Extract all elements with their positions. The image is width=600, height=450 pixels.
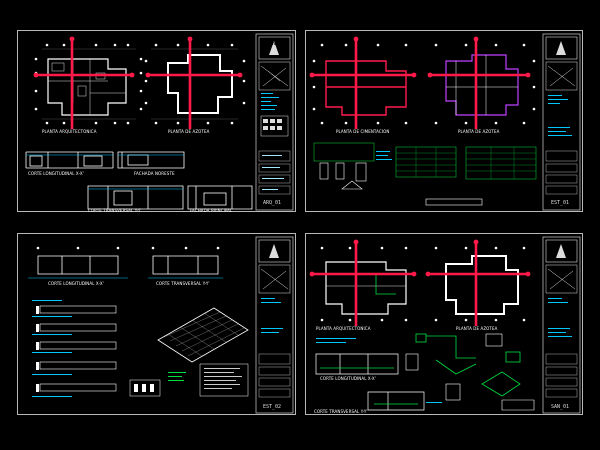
svg-text:N: N — [272, 41, 276, 47]
label-planta-azotea-san: PLANTA DE AZOTEA — [456, 326, 498, 331]
sheet-architectural-drawing: N — [25, 33, 294, 211]
sheet-structural[interactable]: PLANTA DE CIMENTACION PLANTA DE AZOTEA E… — [305, 30, 583, 212]
sheet-structural-drawing — [309, 33, 581, 211]
label-corte-transversal-san: CORTE TRANSVERSAL Y-Y' — [314, 409, 368, 414]
label-corte-transversal-est2: CORTE TRANSVERSAL Y-Y' — [156, 281, 210, 286]
sheet-sanitary-drawing — [309, 236, 581, 414]
label-fachada-principal: FACHADA PRINCIPAL — [190, 208, 233, 213]
label-fachada-noreste: FACHADA NORESTE — [134, 171, 175, 176]
sheet-code: ARQ_01 — [263, 200, 282, 206]
label-corte-longitudinal: CORTE LONGITUDINAL X-X' — [28, 171, 84, 176]
sheet-code: SAN_01 — [551, 404, 570, 410]
sheet-structural-details-drawing — [28, 236, 294, 414]
label-planta-azotea-est: PLANTA DE AZOTEA — [458, 129, 500, 134]
label-corte-transversal: CORTE TRANSVERSAL Y-Y' — [88, 208, 142, 213]
sheet-architectural[interactable]: N — [17, 30, 296, 213]
label-corte-longitudinal-est2: CORTE LONGITUDINAL X-X' — [48, 281, 104, 286]
label-planta-arquitectonica-san: PLANTA ARQUITECTONICA — [316, 326, 371, 331]
sheet-code: EST_01 — [551, 200, 570, 206]
sheet-sanitary[interactable]: PLANTA ARQUITECTONICA PLANTA DE AZOTEA C… — [305, 233, 583, 415]
label-planta-cimentacion: PLANTA DE CIMENTACION — [336, 129, 390, 134]
label-planta-azotea: PLANTA DE AZOTEA — [168, 129, 210, 134]
label-planta-arquitectonica: PLANTA ARQUITECTONICA — [42, 129, 97, 134]
label-corte-longitudinal-san: CORTE LONGITUDINAL X-X' — [320, 376, 376, 381]
sheet-structural-details[interactable]: CORTE LONGITUDINAL X-X' CORTE TRANSVERSA… — [17, 233, 296, 415]
sheet-code: EST_02 — [263, 404, 282, 410]
